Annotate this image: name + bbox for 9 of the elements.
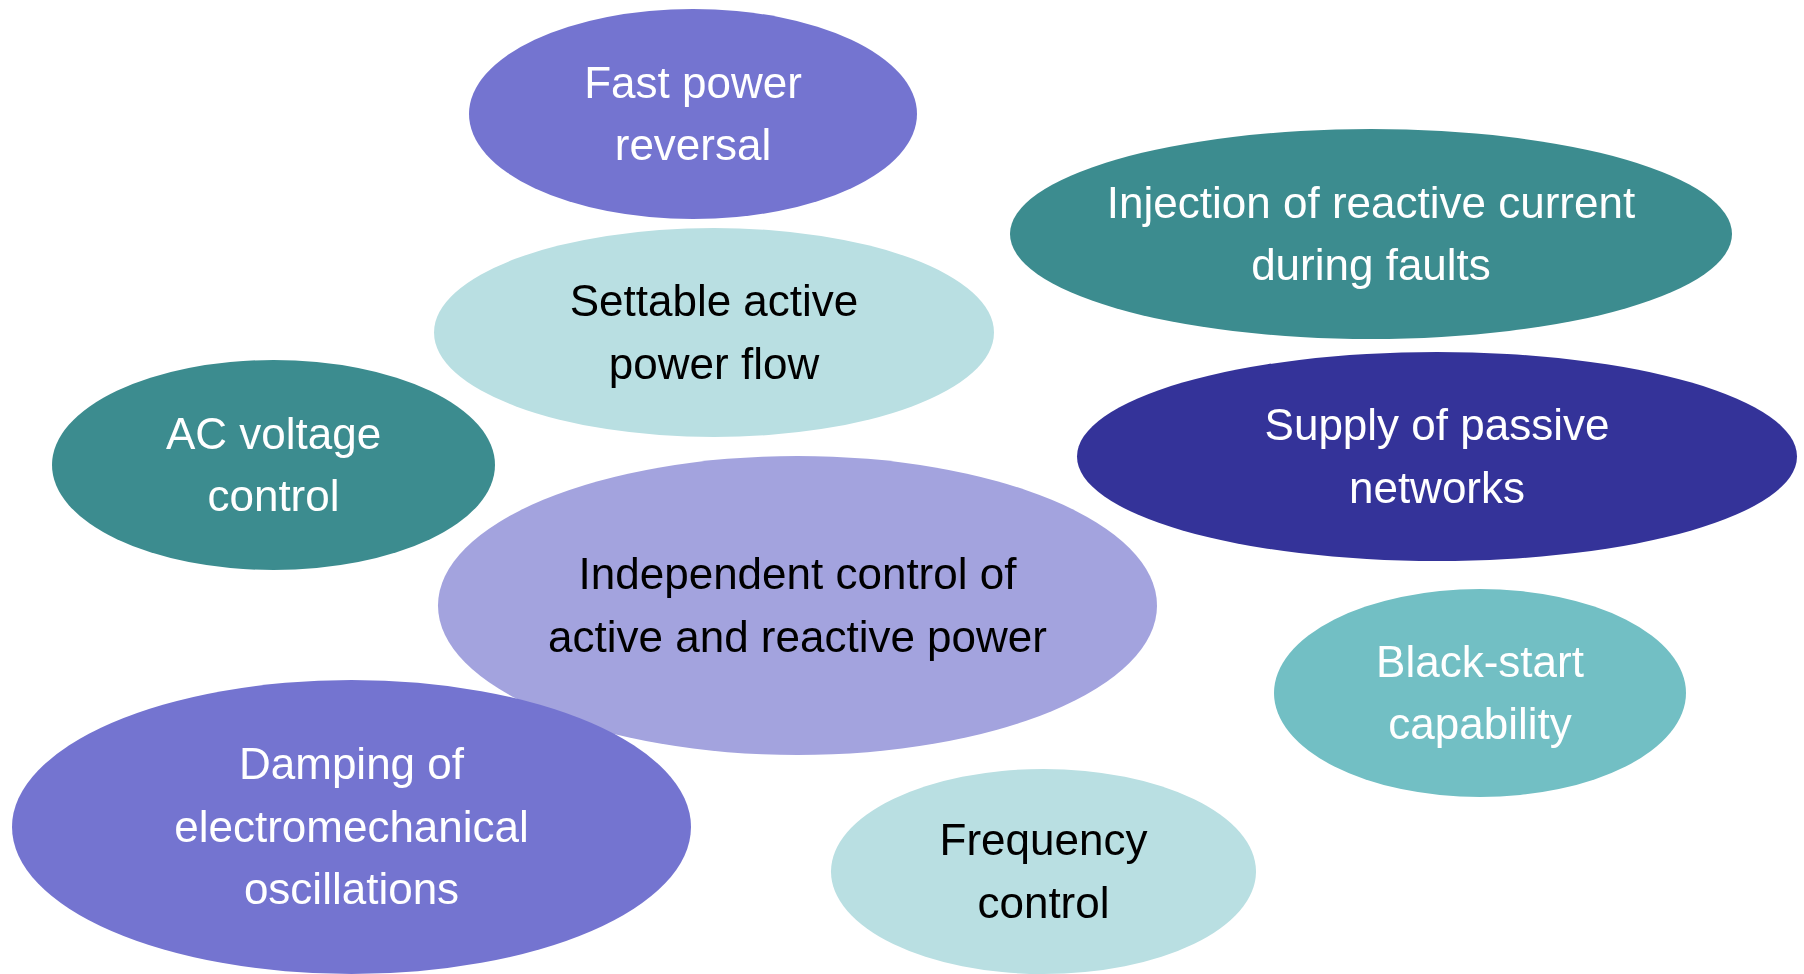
feature-label: Settable active power flow <box>568 275 860 390</box>
feature-label: Black-start capability <box>1375 635 1585 750</box>
feature-label: Supply of passive networks <box>1263 399 1611 514</box>
feature-label: Damping of electromechanical oscillations <box>173 738 530 916</box>
feature-label: Frequency control <box>938 814 1149 929</box>
feature-label: Fast power reversal <box>583 56 803 171</box>
feature-label: Injection of reactive current during faults <box>1105 176 1637 291</box>
feature-label: Independent control of active and reactive power <box>548 548 1047 663</box>
feature-label: AC voltage control <box>164 407 383 522</box>
